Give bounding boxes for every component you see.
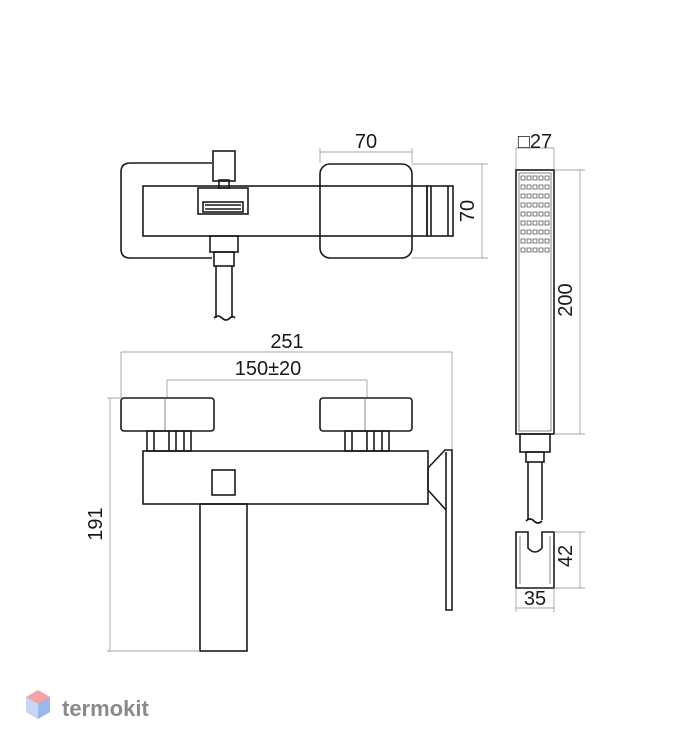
- nozzle: [544, 220, 550, 226]
- nozzle: [532, 193, 538, 199]
- nozzle: [526, 229, 532, 235]
- nozzle: [526, 211, 532, 217]
- hand-shower: □27 200 42 35: [515, 131, 585, 612]
- top-view-hose-connector: [209, 235, 239, 253]
- nozzle: [520, 211, 526, 217]
- nozzle: [520, 238, 526, 244]
- brand-logo: termokit: [26, 690, 149, 721]
- dim-top-height: 70: [457, 200, 479, 222]
- nozzle: [538, 202, 544, 208]
- right-connector: [344, 430, 390, 452]
- nozzle: [532, 175, 538, 181]
- nozzle: [544, 184, 550, 190]
- nozzle: [544, 229, 550, 235]
- front-view-body: [142, 450, 429, 505]
- front-view-spout: [199, 503, 248, 652]
- top-view-diverter-knob: [212, 150, 236, 182]
- nozzle: [538, 211, 544, 217]
- nozzle: [544, 238, 550, 244]
- nozzle: [532, 211, 538, 217]
- nozzle: [538, 238, 544, 244]
- nozzle: [532, 220, 538, 226]
- nozzle: [532, 238, 538, 244]
- nozzle: [532, 184, 538, 190]
- nozzle: [520, 220, 526, 226]
- nozzle: [520, 175, 526, 181]
- nozzle: [526, 175, 532, 181]
- front-view: 251 150±20: [85, 331, 453, 652]
- front-view-lever: [427, 449, 453, 611]
- top-view: 70 70: [120, 131, 488, 321]
- hand-shower-nozzles: [520, 175, 550, 253]
- nozzle: [544, 202, 550, 208]
- nozzle: [538, 220, 544, 226]
- nozzle: [538, 175, 544, 181]
- nozzle: [544, 193, 550, 199]
- nozzle: [544, 175, 550, 181]
- top-view-left-escutcheon: [120, 162, 212, 259]
- nozzle: [538, 229, 544, 235]
- dim-centers: 150±20: [235, 358, 302, 380]
- brand-name: termokit: [62, 696, 149, 721]
- nozzle: [532, 247, 538, 253]
- dim-top-width: 70: [355, 131, 377, 153]
- hand-shower-head: [515, 169, 555, 435]
- dim-shower-diameter: □27: [518, 131, 552, 153]
- nozzle: [520, 202, 526, 208]
- dim-overall-height: 191: [85, 507, 107, 540]
- top-view-diverter-base: [197, 187, 249, 215]
- top-view-right-escutcheon: [319, 163, 413, 259]
- left-connector: [146, 430, 192, 452]
- nozzle: [526, 202, 532, 208]
- nozzle: [538, 184, 544, 190]
- nozzle: [526, 193, 532, 199]
- front-view-diverter: [211, 469, 236, 496]
- nozzle: [526, 220, 532, 226]
- nozzle: [520, 229, 526, 235]
- dim-shower-length: 200: [555, 283, 577, 316]
- nozzle: [538, 247, 544, 253]
- nozzle: [520, 184, 526, 190]
- top-view-outlet: [426, 185, 454, 237]
- top-view-body: [142, 185, 428, 237]
- dim-holder-width: 35: [524, 588, 546, 610]
- nozzle: [520, 247, 526, 253]
- front-view-right-escutcheon: [319, 397, 413, 432]
- nozzle: [538, 193, 544, 199]
- shower-holder: [515, 531, 555, 589]
- nozzle: [532, 202, 538, 208]
- nozzle: [544, 211, 550, 217]
- nozzle: [526, 247, 532, 253]
- nozzle: [544, 247, 550, 253]
- nozzle: [526, 238, 532, 244]
- dim-overall-width: 251: [270, 331, 303, 353]
- nozzle: [526, 184, 532, 190]
- dim-holder-height: 42: [555, 545, 577, 567]
- front-view-left-escutcheon: [120, 397, 215, 432]
- nozzle: [520, 193, 526, 199]
- nozzle: [532, 229, 538, 235]
